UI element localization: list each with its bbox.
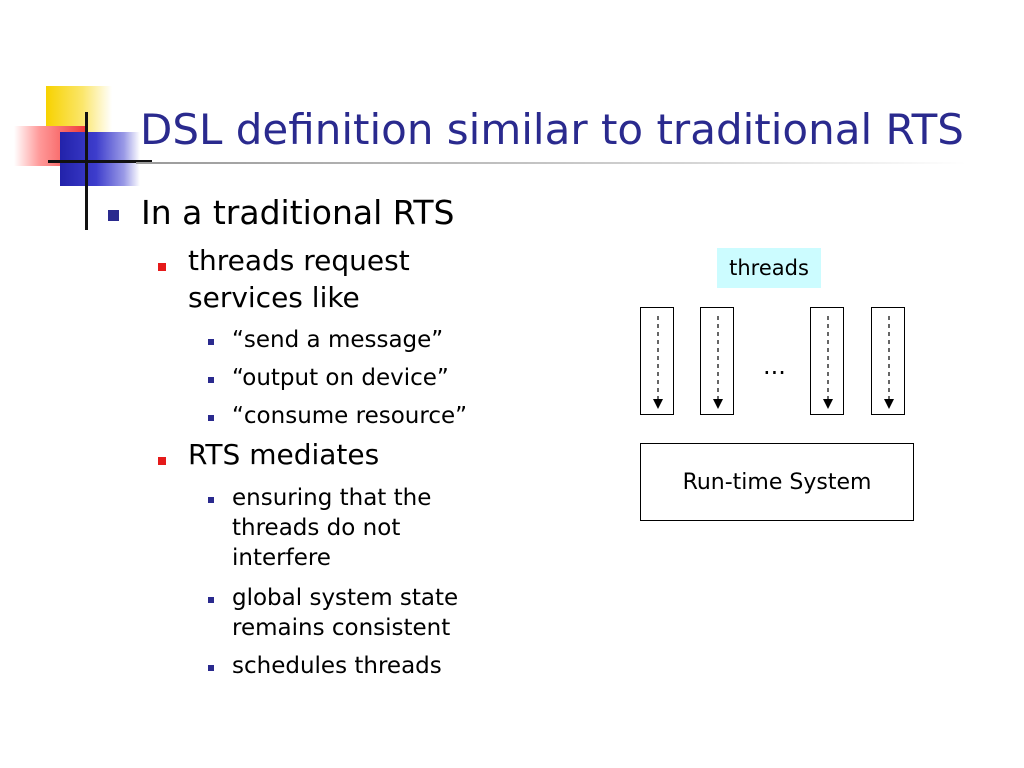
run-time-system-label: Run-time System xyxy=(682,469,872,495)
bullet-square-icon xyxy=(108,210,119,221)
bullet-global-line2: remains consistent xyxy=(232,615,451,641)
thread-box xyxy=(871,307,905,415)
bullet-square-icon xyxy=(208,665,214,671)
thread-arrow-icon xyxy=(823,316,833,409)
slide-title: DSL definition similar to traditional RT… xyxy=(140,105,964,154)
thread-arrow-icon xyxy=(713,316,723,409)
bullet-square-icon xyxy=(158,457,166,465)
thread-box xyxy=(810,307,844,415)
bullet-square-icon xyxy=(208,497,214,503)
bullet-global-line1: global system state xyxy=(232,585,459,611)
thread-box xyxy=(640,307,674,415)
thread-arrow-icon xyxy=(884,316,894,409)
bullet-square-icon xyxy=(208,415,214,421)
decorative-vertical-line xyxy=(85,112,88,230)
bullet-square-icon xyxy=(208,377,214,383)
bullet-output-device: “output on device” xyxy=(232,365,449,391)
bullet-consume-resource: “consume resource” xyxy=(232,403,468,429)
threads-label: threads xyxy=(717,248,821,288)
thread-arrow-icon xyxy=(653,316,663,409)
decorative-horizontal-line xyxy=(48,160,152,163)
bullet-rts-mediates: RTS mediates xyxy=(188,438,380,471)
run-time-system-box: Run-time System xyxy=(640,443,914,521)
bullet-square-icon xyxy=(158,263,166,271)
ellipsis: ... xyxy=(763,352,786,380)
bullet-schedules-threads: schedules threads xyxy=(232,653,442,679)
thread-box xyxy=(700,307,734,415)
bullet-send-message: “send a message” xyxy=(232,327,444,353)
bullet-square-icon xyxy=(208,597,214,603)
bullet-ensuring-line1: ensuring that the xyxy=(232,485,432,511)
title-underline xyxy=(136,162,966,164)
bullet-threads-request-line2: services like xyxy=(188,281,360,314)
bullet-square-icon xyxy=(208,339,214,345)
bullet-level1: In a traditional RTS xyxy=(141,193,455,232)
decorative-blue-block xyxy=(60,132,140,186)
bullet-threads-request-line1: threads request xyxy=(188,244,410,277)
bullet-ensuring-line2: threads do not xyxy=(232,515,401,541)
bullet-ensuring-line3: interfere xyxy=(232,545,331,571)
